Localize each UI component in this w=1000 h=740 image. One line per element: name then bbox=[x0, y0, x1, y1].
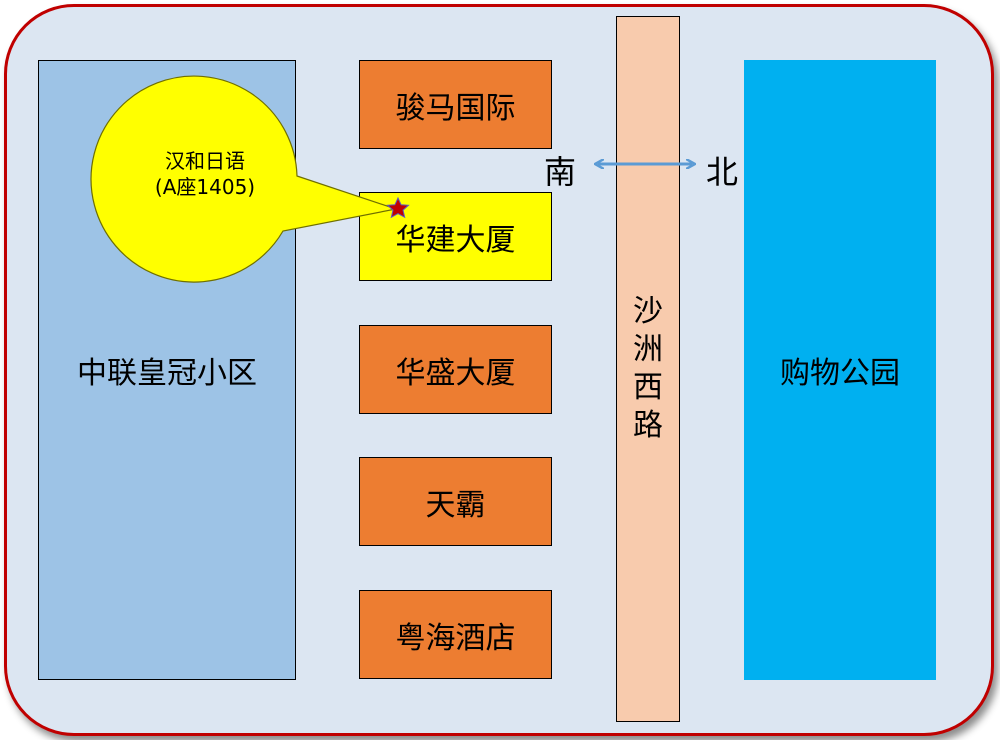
callout-bubble bbox=[90, 75, 399, 283]
building-label: 天霸 bbox=[425, 487, 486, 523]
park-label: 购物公园 bbox=[780, 356, 900, 391]
shopping-park: 购物公园 bbox=[744, 60, 936, 680]
building-label: 粤海酒店 bbox=[395, 620, 516, 656]
direction-south-label: 南 bbox=[544, 153, 577, 191]
direction-north-label: 北 bbox=[706, 153, 739, 191]
building-tianba: 天霸 bbox=[359, 457, 552, 546]
road-shazhou-west: 沙洲西路 bbox=[616, 16, 680, 722]
callout-line2: (A座1405) bbox=[155, 175, 255, 199]
building-junma-international: 骏马国际 bbox=[359, 60, 552, 149]
community-label: 中联皇冠小区 bbox=[77, 356, 257, 391]
building-huasheng: 华盛大厦 bbox=[359, 325, 552, 414]
building-label: 华盛大厦 bbox=[395, 355, 516, 391]
building-huajian-highlighted: 华建大厦 bbox=[359, 192, 552, 281]
building-label: 骏马国际 bbox=[395, 90, 516, 126]
road-label: 沙洲西路 bbox=[633, 294, 663, 443]
callout-line1: 汉和日语 bbox=[165, 149, 245, 173]
building-label: 华建大厦 bbox=[395, 222, 516, 258]
building-yuehai-hotel: 粤海酒店 bbox=[359, 590, 552, 679]
star-icon bbox=[386, 196, 410, 219]
